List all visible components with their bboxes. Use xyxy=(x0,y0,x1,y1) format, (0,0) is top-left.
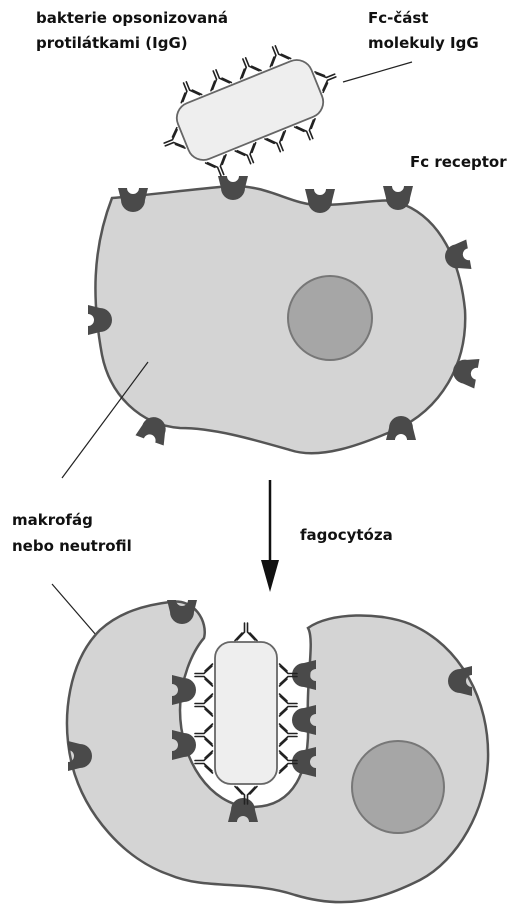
nucleus-top xyxy=(288,276,372,360)
leader-fc-part xyxy=(343,62,412,82)
label-fc-part-line2: molekuly IgG xyxy=(368,34,479,52)
cell-top-body xyxy=(95,186,465,453)
igg-antibody-icon xyxy=(195,724,213,746)
igg-antibody-icon xyxy=(195,664,213,686)
label-cell-line2: nebo neutrofil xyxy=(12,537,132,555)
cell-top xyxy=(88,176,479,453)
leader-cell-top xyxy=(62,362,148,478)
label-bacteria-line1: bakterie opsonizovaná xyxy=(36,9,228,27)
engulfed-bacterium xyxy=(195,623,297,804)
opsonized-bacterium xyxy=(146,29,354,191)
label-bacteria-line2: protilátkami (IgG) xyxy=(36,34,188,52)
igg-antibody-icon xyxy=(235,623,257,641)
bacterium-body-engulfed xyxy=(215,642,277,784)
bacterium-body xyxy=(172,55,328,165)
label-fc-receptor: Fc receptor xyxy=(410,153,507,171)
igg-antibody-icon xyxy=(195,751,213,773)
label-process: fagocytóza xyxy=(300,526,393,544)
igg-antibody-icon xyxy=(280,694,298,716)
igg-antibody-icon xyxy=(280,724,298,746)
label-cell-line1: makrofág xyxy=(12,511,93,529)
igg-antibody-icon xyxy=(195,694,213,716)
nucleus-bottom xyxy=(352,741,444,833)
phagocytosis-arrow xyxy=(261,480,279,592)
label-fc-part-line1: Fc-část xyxy=(368,9,428,27)
